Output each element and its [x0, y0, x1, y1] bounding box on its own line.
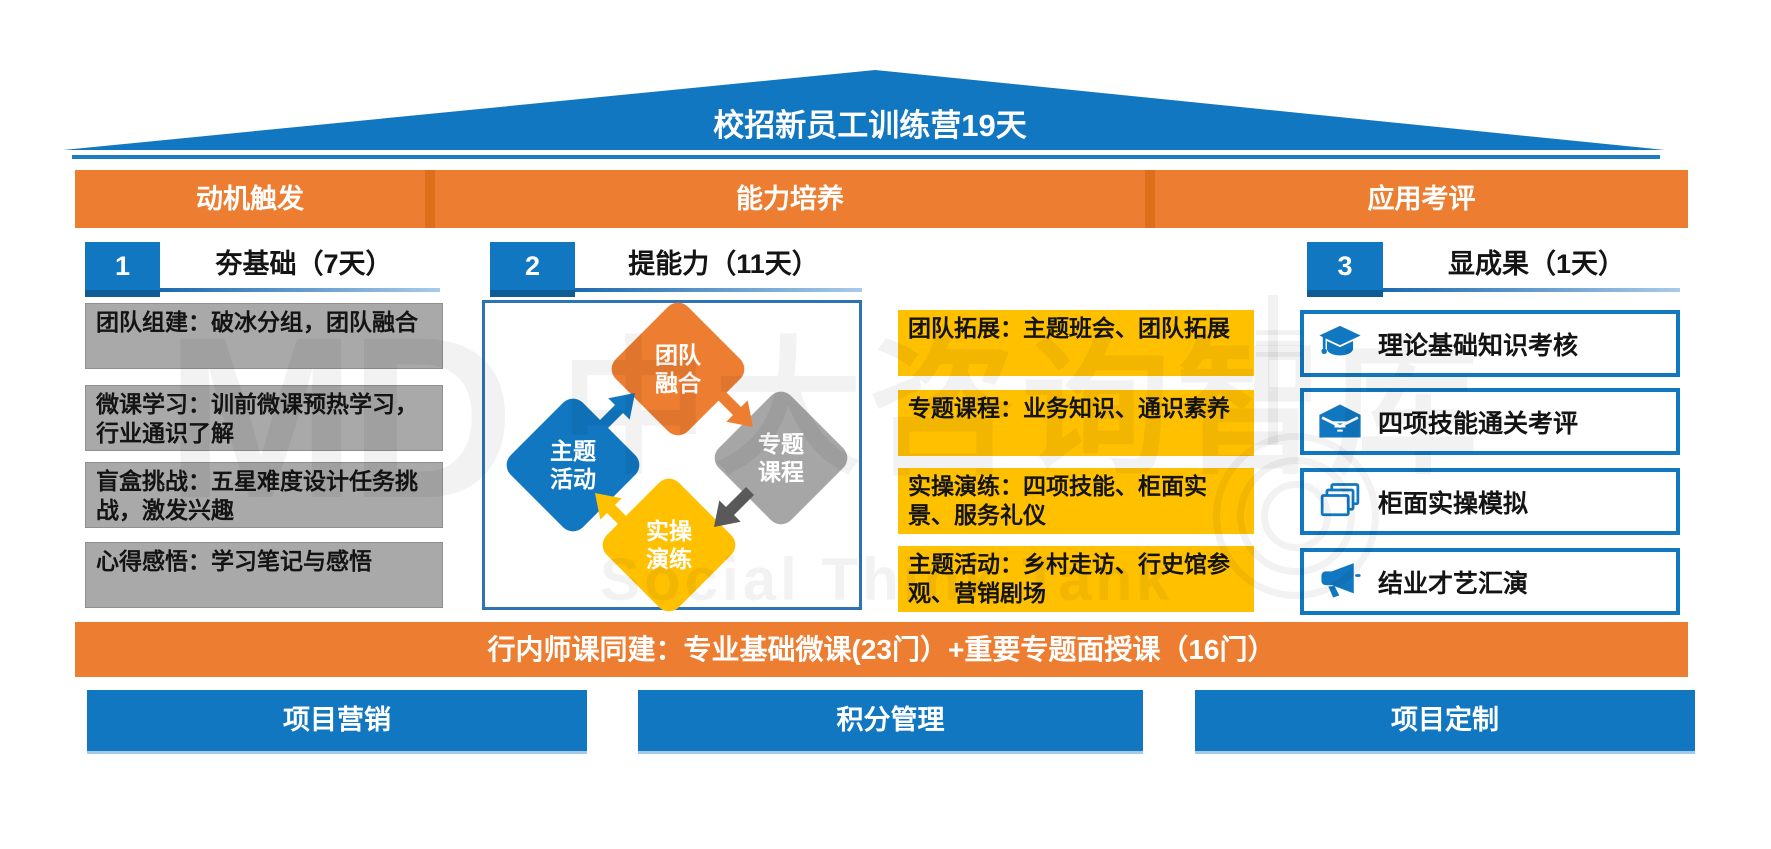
cycle-arrow-up-left-icon: [583, 481, 644, 542]
phase-banner: [75, 170, 1688, 228]
phase-divider: [425, 170, 435, 228]
foundation-item-reflection: 心得感悟：学习笔记与感悟: [85, 542, 443, 608]
result-item-skill-assessment: 四项技能通关考评: [1300, 388, 1680, 455]
course-cobuild-banner: 行内师课同建：专业基础微课(23门）+重要专题面授课（16门）: [75, 622, 1688, 677]
step-number-2: 2: [490, 242, 575, 290]
ability-item-special-courses: 专题课程：业务知识、通识素养: [898, 390, 1254, 456]
cycle-node-label: 实操 演练: [646, 518, 692, 572]
result-item-counter-simulation: 柜面实操模拟: [1300, 468, 1680, 535]
ability-item-practice-drill: 实操演练：四项技能、柜面实景、服务礼仪: [898, 468, 1254, 534]
ability-item-team-expansion: 团队拓展：主题班会、团队拓展: [898, 310, 1254, 376]
foundation-item-team-building: 团队组建：破冰分组，团队融合: [85, 303, 443, 369]
result-item-theory-exam: 理论基础知识考核: [1300, 310, 1680, 377]
graduation-cap-icon: [1318, 323, 1364, 365]
column-title-results: 显成果（1天）: [1447, 249, 1626, 279]
watermark-divider-bar: [1268, 295, 1278, 445]
column-title-ability: 提能力（11天）: [628, 249, 819, 279]
cycle-node-label: 主题 活动: [550, 438, 596, 492]
footer-points-management: 积分管理: [638, 690, 1143, 751]
result-label: 柜面实操模拟: [1378, 489, 1529, 518]
result-label: 四项技能通关考评: [1378, 409, 1579, 438]
foundation-item-microcourse: 微课学习：训前微课预热学习，行业通识了解: [85, 385, 443, 451]
phase-ability: 能力培养: [736, 184, 844, 214]
cycle-arrow-up-right-icon: [587, 381, 648, 442]
step-number-3: 3: [1307, 242, 1383, 290]
column-title-foundation: 夯基础（7天）: [215, 249, 393, 279]
cycle-node-label: 专题 课程: [758, 431, 804, 485]
stacked-pages-icon: [1318, 481, 1364, 523]
cycle-arrow-down-right-icon: [705, 379, 766, 440]
cycle-node-label: 团队 融合: [655, 342, 701, 396]
step-number-strip: [85, 290, 160, 297]
roof-underline: [72, 155, 1660, 159]
open-envelope-icon: [1318, 401, 1364, 443]
result-label: 理论基础知识考核: [1378, 331, 1579, 360]
phase-motivation: 动机触发: [196, 184, 304, 214]
phase-assessment: 应用考评: [1367, 184, 1476, 214]
foundation-item-blindbox: 盲盒挑战：五星难度设计任务挑战，激发兴趣: [85, 462, 443, 528]
header-underline: [575, 288, 862, 292]
step-number-strip: [1307, 290, 1383, 297]
header-underline: [1383, 288, 1680, 292]
footer-project-marketing: 项目营销: [87, 690, 587, 751]
ability-item-theme-activity: 主题活动：乡村走访、行史馆参观、营销剧场: [898, 546, 1254, 612]
megaphone-icon: [1318, 561, 1364, 603]
ability-cycle-diagram: 团队 融合 专题 课程 实操 演练 主题 活动: [482, 296, 862, 618]
watermark-lines: [1256, 330, 1302, 360]
result-item-talent-show: 结业才艺汇演: [1300, 548, 1680, 615]
phase-divider: [1145, 170, 1155, 228]
header-underline: [160, 288, 440, 292]
footer-project-customization: 项目定制: [1195, 690, 1695, 751]
cycle-arrow-down-left-icon: [702, 479, 763, 540]
page-title: 校招新员工训练营19天: [713, 108, 1027, 143]
result-label: 结业才艺汇演: [1378, 569, 1529, 598]
step-number-1: 1: [85, 242, 160, 290]
step-number-strip: [490, 290, 575, 297]
